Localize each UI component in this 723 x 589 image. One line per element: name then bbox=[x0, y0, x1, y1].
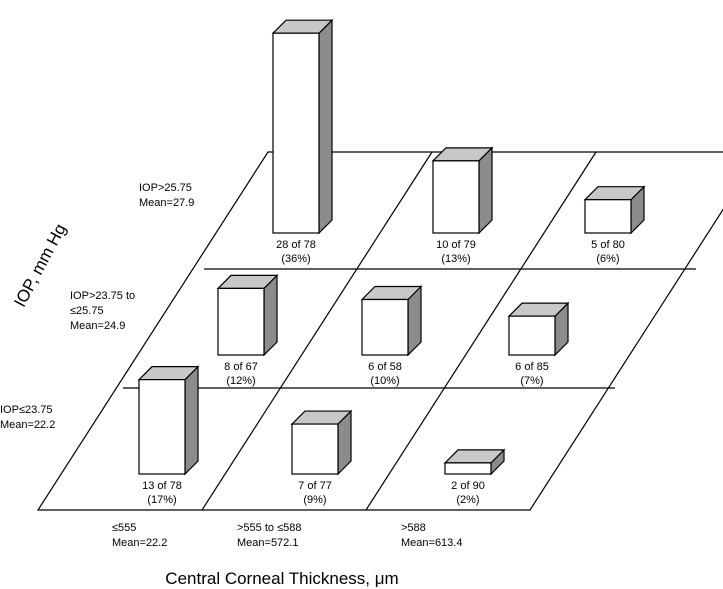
y-category-line: IOP≤23.75 bbox=[0, 404, 53, 416]
bar-percent-label: (36%) bbox=[281, 253, 310, 265]
x-category-mean: Mean=572.1 bbox=[237, 537, 298, 549]
bar-side bbox=[318, 18, 333, 235]
bar-front bbox=[217, 287, 265, 356]
floor-col-line bbox=[365, 151, 597, 511]
bar-side bbox=[263, 273, 278, 357]
floor-col-line bbox=[201, 151, 433, 511]
bar-front bbox=[361, 298, 409, 356]
bar-front bbox=[272, 32, 320, 234]
bar-percent-label: (2%) bbox=[456, 494, 479, 506]
bar-percent-label: (6%) bbox=[596, 253, 619, 265]
bar-count-label: 10 of 79 bbox=[436, 239, 476, 251]
x-axis-title: Central Corneal Thickness, μm bbox=[165, 569, 398, 588]
y-category-line: ≤25.75 bbox=[70, 305, 104, 317]
bar: 13 of 78 (17%) bbox=[137, 365, 200, 506]
bar-front bbox=[584, 199, 632, 234]
x-category-range: >555 to ≤588 bbox=[237, 522, 301, 534]
x-category-mean: Mean=613.4 bbox=[401, 537, 462, 549]
bar-percent-label: (7%) bbox=[520, 375, 543, 387]
bar: 28 of 78 (36%) bbox=[271, 18, 334, 265]
bar-percent-label: (10%) bbox=[370, 375, 399, 387]
chart-bars: 28 of 78 (36%) 10 of 79 (13%) 5 of 80 (6%) 8 o… bbox=[137, 18, 646, 506]
bar-percent-label: (13%) bbox=[441, 253, 470, 265]
bar-count-label: 2 of 90 bbox=[451, 480, 485, 492]
bar-count-label: 5 of 80 bbox=[591, 239, 625, 251]
y-axis-title: IOP, mm Hg bbox=[10, 221, 70, 311]
bar: 10 of 79 (13%) bbox=[431, 146, 494, 265]
bar-side bbox=[478, 146, 493, 235]
bar-front bbox=[138, 379, 186, 475]
bar-front bbox=[508, 315, 556, 356]
bar-count-label: 28 of 78 bbox=[276, 239, 316, 251]
bar-percent-label: (9%) bbox=[303, 494, 326, 506]
y-category-line: Mean=24.9 bbox=[70, 320, 125, 332]
bar: 2 of 90 (2%) bbox=[443, 448, 506, 506]
bar-count-label: 7 of 77 bbox=[298, 480, 332, 492]
bar-percent-label: (12%) bbox=[226, 375, 255, 387]
y-category-line: Mean=22.2 bbox=[0, 419, 55, 431]
x-category-range: >588 bbox=[401, 522, 426, 534]
bar-count-label: 13 of 78 bbox=[142, 480, 182, 492]
y-category-line: IOP>23.75 to bbox=[70, 290, 135, 302]
bar: 7 of 77 (9%) bbox=[290, 409, 353, 506]
bar-count-label: 8 of 67 bbox=[224, 361, 258, 373]
bar-count-label: 6 of 58 bbox=[368, 361, 402, 373]
bar-front bbox=[432, 160, 480, 234]
x-category-range: ≤555 bbox=[112, 522, 136, 534]
bar-percent-label: (17%) bbox=[147, 494, 176, 506]
bar: 8 of 67 (12%) bbox=[216, 273, 279, 387]
chart-floor bbox=[36, 151, 723, 511]
bar-front bbox=[291, 423, 339, 475]
bar: 6 of 58 (10%) bbox=[360, 285, 423, 387]
bar-front bbox=[444, 462, 492, 475]
bar: 5 of 80 (6%) bbox=[583, 185, 646, 265]
bar: 6 of 85 (7%) bbox=[507, 301, 570, 387]
y-category-line: Mean=27.9 bbox=[139, 197, 194, 209]
bar-count-label: 6 of 85 bbox=[515, 361, 549, 373]
bar-side bbox=[184, 365, 199, 476]
y-category-line: IOP>25.75 bbox=[139, 182, 192, 194]
x-category-mean: Mean=22.2 bbox=[112, 537, 167, 549]
